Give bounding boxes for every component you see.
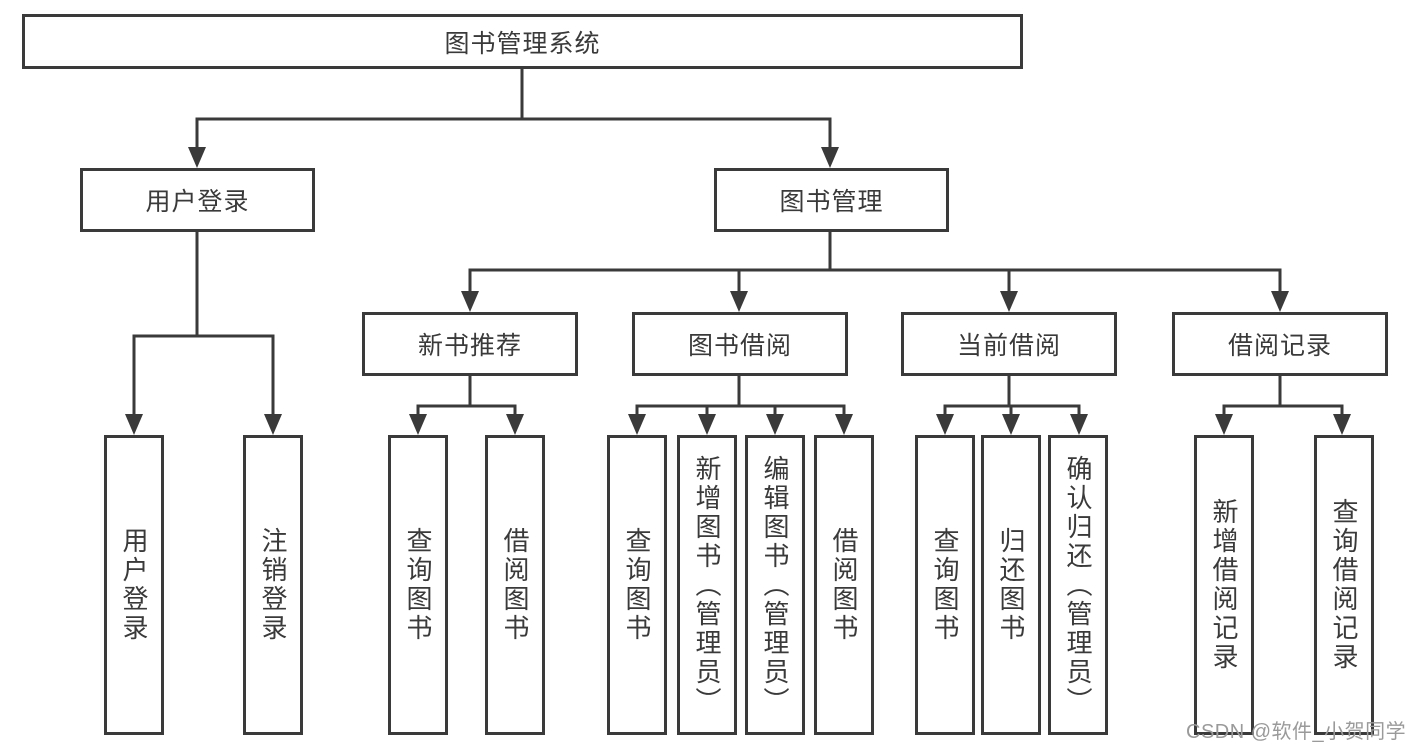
csdn-watermark: CSDN @软件_小贺同学 — [1186, 721, 1405, 743]
node-user-login-branch: 用户登录 — [80, 168, 315, 232]
arrow-down-icon — [1000, 291, 1018, 312]
arrow-down-icon — [835, 414, 853, 435]
arrow-down-icon — [730, 291, 748, 312]
arrowheads — [125, 147, 1351, 435]
connector-borrowing-to-children — [635, 376, 846, 418]
leaf-query-books-recommend: 查询图书 — [388, 435, 448, 735]
arrow-down-icon — [628, 414, 646, 435]
arrow-down-icon — [1215, 414, 1233, 435]
arrow-down-icon — [264, 414, 282, 435]
leaf-return-books: 归还图书 — [981, 435, 1041, 735]
connector-userlogin-to-children — [132, 232, 275, 418]
arrow-down-icon — [506, 414, 524, 435]
arrow-down-icon — [936, 414, 954, 435]
arrow-down-icon — [125, 414, 143, 435]
node-book-borrowing: 图书借阅 — [632, 312, 848, 376]
leaf-borrow-books-recommend: 借阅图书 — [485, 435, 545, 735]
connector-root-to-level2 — [195, 69, 832, 150]
node-new-book-recommendation: 新书推荐 — [362, 312, 578, 376]
connector-bookmgmt-to-level3 — [468, 232, 1282, 295]
node-borrowing-records: 借阅记录 — [1172, 312, 1388, 376]
arrow-down-icon — [1271, 291, 1289, 312]
connector-records-to-children — [1222, 376, 1344, 418]
leaf-query-borrowing-record: 查询借阅记录 — [1314, 435, 1374, 735]
connector-recommend-to-children — [416, 376, 517, 418]
arrow-down-icon — [461, 291, 479, 312]
leaf-add-borrowing-record: 新增借阅记录 — [1194, 435, 1254, 735]
leaf-user-login: 用户登录 — [104, 435, 164, 735]
node-book-management-branch: 图书管理 — [714, 168, 949, 232]
arrow-down-icon — [1070, 414, 1088, 435]
arrow-down-icon — [766, 414, 784, 435]
node-current-borrowing: 当前借阅 — [901, 312, 1117, 376]
leaf-logout: 注销登录 — [243, 435, 303, 735]
leaf-query-books-borrowing: 查询图书 — [607, 435, 667, 735]
leaf-confirm-return-admin: 确认归还（管理员） — [1048, 435, 1108, 735]
connector-current-to-children — [943, 376, 1081, 418]
arrow-down-icon — [188, 147, 206, 168]
leaf-add-books-admin: 新增图书（管理员） — [677, 435, 737, 735]
arrow-down-icon — [821, 147, 839, 168]
leaf-edit-books-admin: 编辑图书（管理员） — [745, 435, 805, 735]
arrow-down-icon — [1333, 414, 1351, 435]
node-library-management-system: 图书管理系统 — [22, 14, 1023, 69]
arrow-down-icon — [409, 414, 427, 435]
arrow-down-icon — [698, 414, 716, 435]
arrow-down-icon — [1002, 414, 1020, 435]
leaf-borrow-books-borrowing: 借阅图书 — [814, 435, 874, 735]
leaf-query-books-current: 查询图书 — [915, 435, 975, 735]
